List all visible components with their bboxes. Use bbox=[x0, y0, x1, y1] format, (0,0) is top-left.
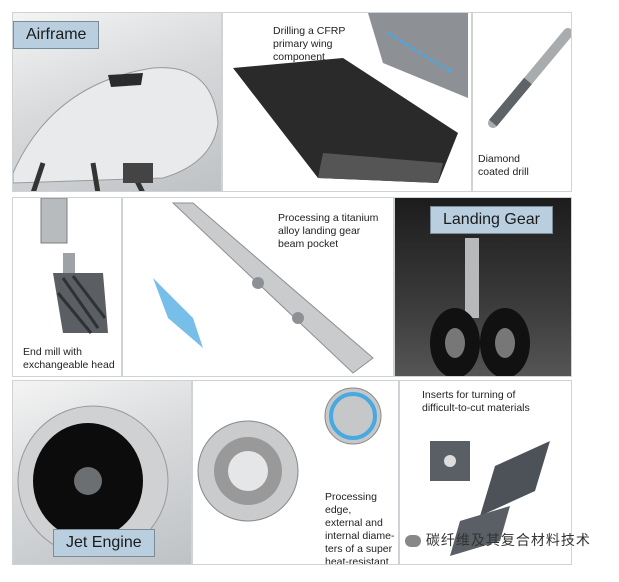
watermark: 碳纤维及其复合材料技术 bbox=[405, 530, 591, 550]
wechat-icon bbox=[405, 535, 421, 548]
turning-inserts-image bbox=[430, 441, 550, 556]
landing-gear-panel: Landing Gear bbox=[394, 197, 572, 377]
end-mill-image bbox=[40, 198, 108, 334]
wing-panel: Drilling a CFRP primary wing component bbox=[222, 12, 472, 192]
endmill-caption: End mill with exchangeable head bbox=[23, 346, 115, 371]
diamond-drill-image bbox=[488, 28, 571, 128]
cfrp-wing-image bbox=[233, 13, 468, 183]
endmill-panel: End mill with exchangeable head bbox=[12, 197, 122, 377]
watermark-text: 碳纤维及其复合材料技术 bbox=[425, 532, 591, 548]
airframe-label: Airframe bbox=[13, 21, 100, 49]
airplane-nose-image bbox=[13, 67, 219, 191]
inserts-caption: Inserts for turning of difficult-to-cut … bbox=[422, 389, 530, 414]
landing-gear-label: Landing Gear bbox=[430, 206, 553, 234]
drill-panel: Diamond coated drill bbox=[472, 12, 572, 192]
landing-gear-image bbox=[430, 238, 530, 376]
heat-resistant-disc-image bbox=[197, 387, 382, 522]
beam-caption: Processing a titanium alloy landing gear… bbox=[278, 212, 379, 250]
wing-caption: Drilling a CFRP primary wing component bbox=[273, 25, 346, 63]
jet-engine-image bbox=[17, 405, 169, 557]
landing-gear-beam-image bbox=[153, 202, 374, 374]
jet-engine-label: Jet Engine bbox=[53, 529, 155, 557]
inserts-panel: Inserts for turning of difficult-to-cut … bbox=[399, 380, 572, 565]
disc-caption: Processing edge, external and internal d… bbox=[325, 491, 395, 565]
jet-engine-panel: Jet Engine bbox=[12, 380, 192, 565]
beam-panel: Processing a titanium alloy landing gear… bbox=[122, 197, 394, 377]
disc-panel: Processing edge, external and internal d… bbox=[192, 380, 399, 565]
airframe-panel: Airframe bbox=[12, 12, 222, 192]
drill-caption: Diamond coated drill bbox=[478, 153, 529, 178]
